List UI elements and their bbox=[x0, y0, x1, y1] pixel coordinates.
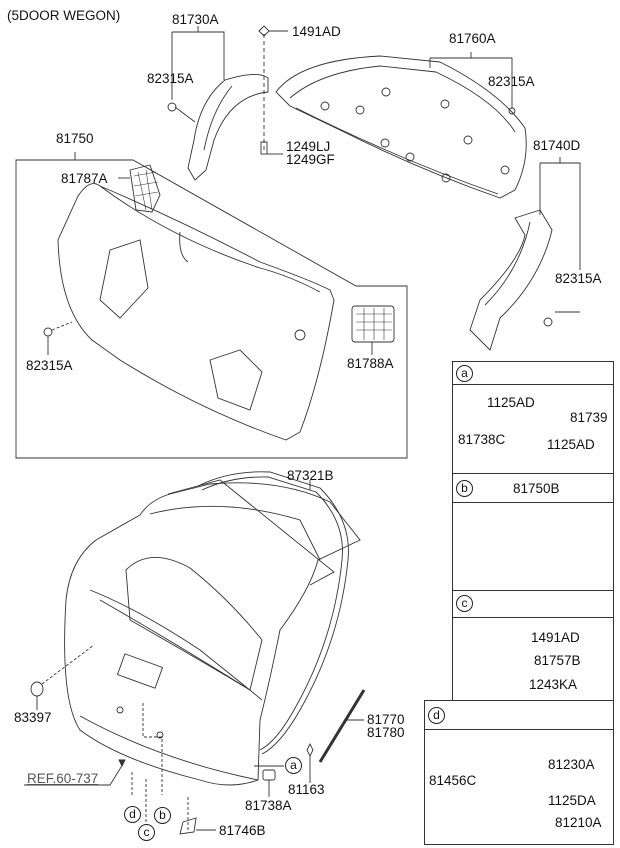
detail-a-part-81738C[interactable]: 81738C bbox=[458, 432, 506, 447]
grille-81787A bbox=[129, 164, 161, 213]
upper-trim-81760A bbox=[275, 52, 527, 199]
detail-box-a: a bbox=[452, 361, 614, 475]
diagram-title: (5DOOR WEGON) bbox=[7, 8, 121, 23]
pillar-trim-81740D bbox=[469, 157, 581, 351]
reference-link[interactable]: REF.60-737 bbox=[27, 771, 99, 786]
pillar-trim-81730A bbox=[187, 74, 269, 181]
part-label-83397[interactable]: 83397 bbox=[14, 710, 52, 725]
grille-81788A bbox=[351, 305, 395, 343]
part-label-81760A[interactable]: 81760A bbox=[449, 31, 496, 46]
part-label-81770[interactable]: 81770 bbox=[367, 712, 405, 727]
part-label-81738A[interactable]: 81738A bbox=[245, 798, 292, 813]
part-label-81163[interactable]: 81163 bbox=[288, 782, 325, 797]
detail-b-title[interactable]: 81750B bbox=[513, 481, 560, 496]
trim-panel-81750 bbox=[57, 183, 335, 441]
part-label-81746B[interactable]: 81746B bbox=[219, 823, 266, 838]
detail-d-part-1125DA[interactable]: 1125DA bbox=[548, 793, 596, 808]
part-label-81730A[interactable]: 81730A bbox=[172, 12, 219, 27]
pillar-trim-edge bbox=[203, 85, 233, 151]
frame-81750 bbox=[15, 152, 408, 459]
weatherstrip-87321B bbox=[197, 471, 349, 755]
detail-b-letter: b bbox=[456, 480, 473, 497]
detail-a-part-81739[interactable]: 81739 bbox=[570, 410, 608, 425]
clip-82315A-lower bbox=[43, 327, 53, 337]
part-label-82315A[interactable]: 82315A bbox=[147, 71, 194, 86]
part-label-87321B[interactable]: 87321B bbox=[287, 468, 334, 483]
plug-83397 bbox=[30, 681, 44, 697]
part-label-1249GF[interactable]: 1249GF bbox=[286, 152, 335, 167]
detail-a-letter: a bbox=[456, 365, 473, 382]
bolt-81163 bbox=[306, 742, 314, 758]
detail-box-b: b 81750B bbox=[452, 473, 614, 592]
callout-b[interactable]: b bbox=[154, 807, 171, 824]
detail-c-letter: c bbox=[456, 595, 473, 612]
detail-c-part-1491AD[interactable]: 1491AD bbox=[531, 630, 580, 645]
bumper-81738A bbox=[262, 769, 276, 781]
detail-box-d: d bbox=[424, 700, 614, 845]
detail-a-part-1125AD-2[interactable]: 1125AD bbox=[547, 437, 595, 452]
part-label-81788A[interactable]: 81788A bbox=[347, 356, 394, 371]
detail-d-part-81210A[interactable]: 81210A bbox=[555, 815, 602, 830]
gas-strut-81770 bbox=[318, 689, 366, 763]
tailgate-assembly bbox=[64, 479, 361, 786]
part-label-82315A-lower[interactable]: 82315A bbox=[26, 358, 73, 373]
callout-d[interactable]: d bbox=[124, 806, 141, 823]
detail-box-c: c bbox=[452, 590, 614, 702]
clip-82315A bbox=[167, 102, 177, 112]
part-label-81787A[interactable]: 81787A bbox=[61, 171, 108, 186]
callout-a[interactable]: a bbox=[285, 757, 302, 774]
bracket-81746B bbox=[179, 817, 197, 835]
part-label-81740D[interactable]: 81740D bbox=[533, 138, 581, 153]
detail-box-b-header: b 81750B bbox=[453, 474, 613, 503]
detail-c-part-81757B[interactable]: 81757B bbox=[534, 653, 581, 668]
detail-d-part-81456C[interactable]: 81456C bbox=[429, 773, 477, 788]
detail-d-letter: d bbox=[428, 707, 445, 724]
callout-c[interactable]: c bbox=[138, 824, 155, 841]
part-label-81750[interactable]: 81750 bbox=[56, 131, 94, 146]
detail-c-part-1243KA[interactable]: 1243KA bbox=[529, 677, 578, 692]
part-label-1249LJ[interactable]: 1249LJ bbox=[286, 139, 331, 154]
part-label-1491AD[interactable]: 1491AD bbox=[292, 24, 341, 39]
detail-d-part-81230A[interactable]: 81230A bbox=[548, 757, 595, 772]
part-label-82315A-right[interactable]: 82315A bbox=[555, 271, 602, 286]
detail-box-a-header: a bbox=[453, 362, 613, 385]
detail-a-part-1125AD-1[interactable]: 1125AD bbox=[487, 395, 535, 410]
part-label-81780[interactable]: 81780 bbox=[367, 725, 405, 740]
detail-box-d-header: d bbox=[425, 701, 613, 730]
screw-1249LJ bbox=[260, 141, 268, 155]
detail-box-c-header: c bbox=[453, 591, 613, 618]
part-label-82315A-upper[interactable]: 82315A bbox=[488, 74, 535, 89]
leader-81730A bbox=[171, 26, 225, 123]
